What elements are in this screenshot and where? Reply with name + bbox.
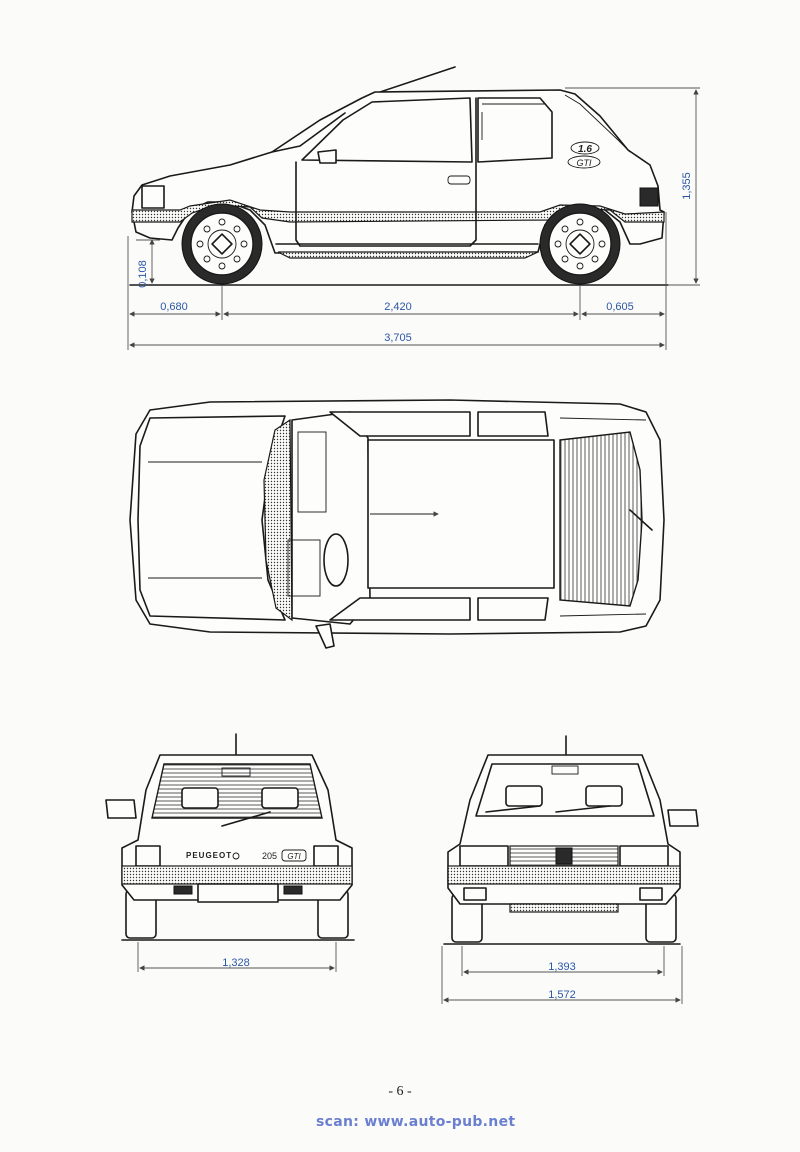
rear-model-badge: 205 xyxy=(262,851,277,861)
front-headrest-left xyxy=(505,785,543,807)
side-rear-window-trim xyxy=(481,103,546,140)
front-windscreen xyxy=(475,763,655,817)
top-rear-wiper xyxy=(629,509,653,531)
rear-headrest-left xyxy=(181,787,219,809)
front-mirror xyxy=(667,809,699,827)
rear-bumper xyxy=(121,865,353,885)
dim-front-overhang: 0,680 xyxy=(160,301,188,313)
side-door-outline xyxy=(295,97,477,247)
front-right-fog xyxy=(639,887,663,901)
top-right-rear-window xyxy=(477,597,549,621)
side-mirror xyxy=(317,149,337,164)
page-number: - 6 - xyxy=(388,1084,412,1099)
side-antenna xyxy=(379,66,456,93)
top-bonnet xyxy=(137,415,286,621)
top-windscreen xyxy=(291,411,371,625)
rear-left-fog xyxy=(173,885,193,895)
rear-brake-light xyxy=(221,767,251,777)
front-lion-emblem xyxy=(555,847,573,865)
rear-right-light xyxy=(313,845,339,867)
top-bonnet-lines xyxy=(148,461,262,579)
dim-wheelbase: 2,420 xyxy=(384,301,412,313)
rear-lock xyxy=(232,852,240,860)
top-left-window xyxy=(329,411,471,437)
front-wipers xyxy=(485,805,611,813)
rear-view: PEUGEOT 205 GTI 1,328 xyxy=(105,733,355,972)
front-bumper xyxy=(447,865,681,885)
front-left-fog xyxy=(463,887,487,901)
top-left-rear-window xyxy=(477,411,549,437)
top-body-creases xyxy=(559,417,647,617)
front-headrest-right xyxy=(585,785,623,807)
side-badge-bottom-text: GTI xyxy=(577,158,592,168)
rear-mirror xyxy=(105,799,137,819)
side-hatch-line xyxy=(564,94,631,153)
dim-overall-width: 1,572 xyxy=(548,989,576,1001)
top-driver-seat xyxy=(287,539,321,597)
side-dimensions: 0,680 2,420 0,605 3,705 1,355 0,108 xyxy=(127,87,700,350)
dim-front-track: 1,393 xyxy=(548,961,576,973)
side-sill xyxy=(277,251,539,259)
side-badge-top-text: 1.6 xyxy=(578,144,592,155)
side-taillight xyxy=(639,187,659,207)
rear-headrest-right xyxy=(261,787,299,809)
scan-credit: scan: www.auto-pub.net xyxy=(316,1114,516,1130)
rear-trim-badge-frame xyxy=(281,849,307,862)
side-view: 1.6 GTI xyxy=(129,66,669,286)
dim-height: 1,355 xyxy=(681,172,693,200)
top-rear-glass xyxy=(559,431,643,607)
side-front-window xyxy=(301,97,473,163)
rear-left-light xyxy=(135,845,161,867)
dim-overall-length: 3,705 xyxy=(384,332,412,344)
side-front-wheel xyxy=(181,203,263,285)
top-cowl xyxy=(263,418,293,622)
top-right-window xyxy=(329,597,471,621)
front-spoiler xyxy=(509,903,619,913)
dim-rear-overhang: 0,605 xyxy=(606,301,634,313)
side-badge-top-frame xyxy=(570,141,600,155)
rear-brand-badge: PEUGEOT xyxy=(186,851,232,860)
side-badge-bottom-frame xyxy=(567,155,601,169)
dim-ground-clearance: 0,108 xyxy=(137,260,149,288)
dim-rear-track: 1,328 xyxy=(222,957,250,969)
rear-wiper xyxy=(221,811,271,827)
front-right-headlight xyxy=(619,845,669,867)
top-mirror xyxy=(315,623,335,649)
top-dashboard xyxy=(297,431,327,513)
side-rear-wheel xyxy=(539,203,621,285)
rear-right-fog xyxy=(283,885,303,895)
top-view xyxy=(129,399,665,649)
top-steering-wheel xyxy=(323,533,349,587)
front-left-headlight xyxy=(459,845,509,867)
side-door-handle xyxy=(447,175,471,185)
side-headlight xyxy=(141,185,165,209)
front-view: 1,393 1,572 xyxy=(441,735,699,1004)
side-a-pillar xyxy=(271,112,346,153)
rear-trim-badge: GTI xyxy=(287,852,301,861)
front-mirror-interior xyxy=(551,765,579,775)
rear-plate-recess xyxy=(197,883,279,903)
side-rear-window xyxy=(477,97,553,163)
